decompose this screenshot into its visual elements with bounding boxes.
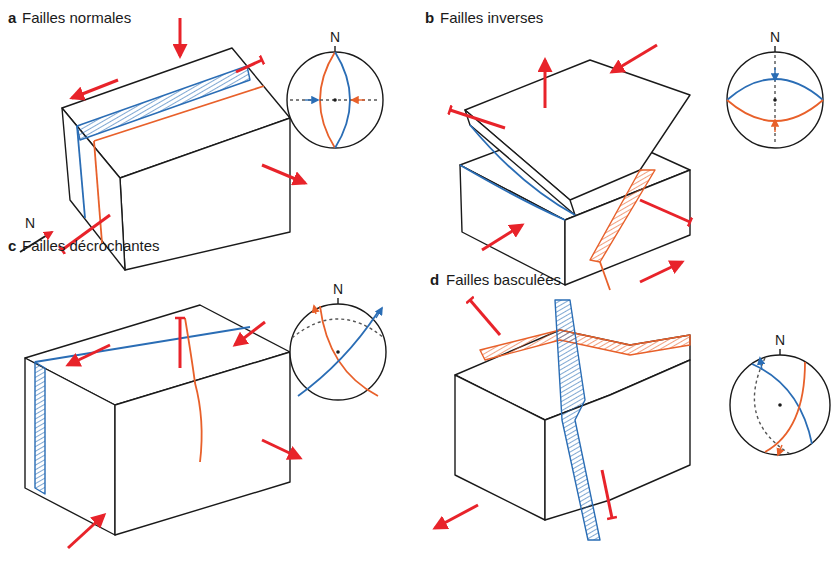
panel-title: Failles décrochantes (22, 238, 160, 253)
block-c (25, 305, 290, 535)
north-label: N (770, 30, 780, 44)
stereonet-d (730, 349, 830, 455)
panel-letter: a (8, 10, 16, 25)
stress-arrows-a (62, 18, 305, 250)
stereonet-a (287, 46, 383, 148)
stress-arrows-b (450, 45, 690, 250)
panel-letter: d (430, 272, 439, 287)
panel-letter: b (425, 10, 434, 25)
panel-letter: c (8, 238, 16, 253)
stress-arrows-c (68, 318, 300, 548)
block-d (455, 300, 690, 540)
block-a (62, 48, 290, 270)
stress-arrows-d (435, 262, 682, 528)
block-b (460, 60, 690, 290)
stereonet-c (290, 298, 386, 400)
north-label: N (330, 30, 340, 44)
panel-title: Failles normales (22, 10, 131, 25)
north-label: N (333, 282, 343, 296)
north-label: N (25, 216, 35, 230)
panel-title: Failles basculées (446, 272, 561, 287)
north-label: N (775, 333, 785, 347)
panel-title: Failles inverses (440, 10, 543, 25)
stereonet-b (727, 46, 823, 148)
